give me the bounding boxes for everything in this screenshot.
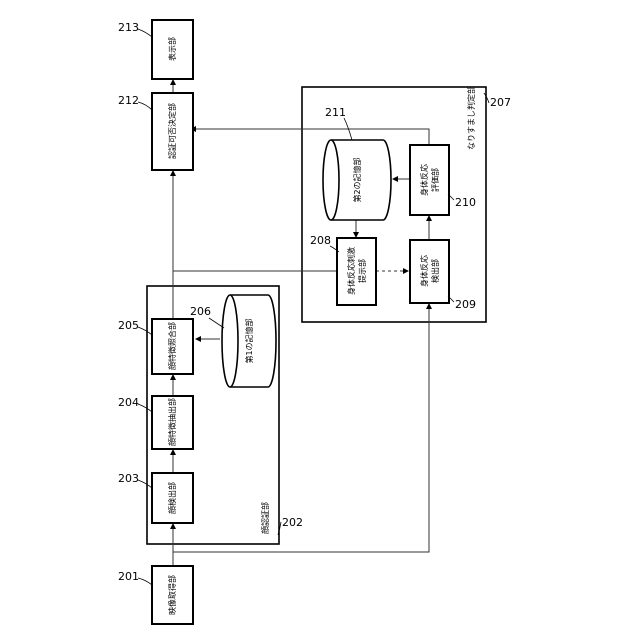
ref-205: 205 [118, 319, 139, 332]
block-210: 身体反応 評価部 [410, 145, 449, 215]
block-209: 身体反応 検出部 [410, 240, 449, 303]
label-208-line1: 身体反応刺激 [346, 247, 356, 295]
ref-212: 212 [118, 94, 139, 107]
block-212: 認証可否決定部 [152, 93, 193, 170]
block-201: 映像取得部 [152, 566, 193, 624]
wire-205-208 [173, 262, 356, 271]
leader-213 [138, 29, 152, 37]
wire-210-212 [195, 129, 429, 145]
leader-212 [138, 102, 152, 110]
ref-213: 213 [118, 21, 139, 34]
arrowhead-206-205 [195, 336, 201, 342]
arrowhead-208-209 [403, 268, 409, 274]
leader-205 [138, 327, 152, 335]
label-211: 第2の記憶部 [352, 157, 362, 202]
ref-206: 206 [190, 305, 211, 318]
ref-204: 204 [118, 396, 139, 409]
label-208-line2: 提示部 [357, 259, 367, 283]
block-204: 顔特徴抽出部 [152, 396, 193, 449]
storage-206: 第1の記憶部 [222, 295, 276, 387]
block-208: 身体反応刺激 提示部 [337, 238, 376, 305]
label-209-line1: 身体反応 [419, 255, 429, 287]
ref-209: 209 [455, 298, 476, 311]
ref-210: 210 [455, 196, 476, 209]
ref-203: 203 [118, 472, 139, 485]
label-209-line2: 検出部 [430, 259, 440, 283]
ref-202: 202 [282, 516, 303, 529]
label-206: 第1の記憶部 [244, 318, 254, 363]
arrowhead-210-211 [392, 176, 398, 182]
ref-211: 211 [325, 106, 346, 119]
leader-206 [209, 318, 224, 328]
label-207: なりすまし判定部 [466, 86, 476, 150]
label-203: 顔検出部 [167, 482, 177, 514]
block-205: 顔特徴照合部 [152, 319, 193, 374]
leader-203 [138, 480, 152, 488]
leader-201 [138, 578, 152, 585]
label-201: 映像取得部 [167, 575, 177, 615]
block-203: 顔検出部 [152, 473, 193, 523]
label-210-line2: 評価部 [430, 168, 440, 192]
leader-204 [138, 404, 152, 412]
ref-207: 207 [490, 96, 511, 109]
label-202: 顔認証部 [260, 502, 270, 534]
storage-211: 第2の記憶部 [323, 140, 391, 220]
ref-208: 208 [310, 234, 331, 247]
label-213: 表示部 [167, 37, 177, 61]
label-212: 認証可否決定部 [167, 103, 177, 159]
block-213: 表示部 [152, 20, 193, 79]
label-205: 顔特徴照合部 [167, 322, 177, 370]
label-204: 顔特徴抽出部 [167, 398, 177, 446]
label-210-line1: 身体反応 [419, 164, 429, 196]
ref-201: 201 [118, 570, 139, 583]
